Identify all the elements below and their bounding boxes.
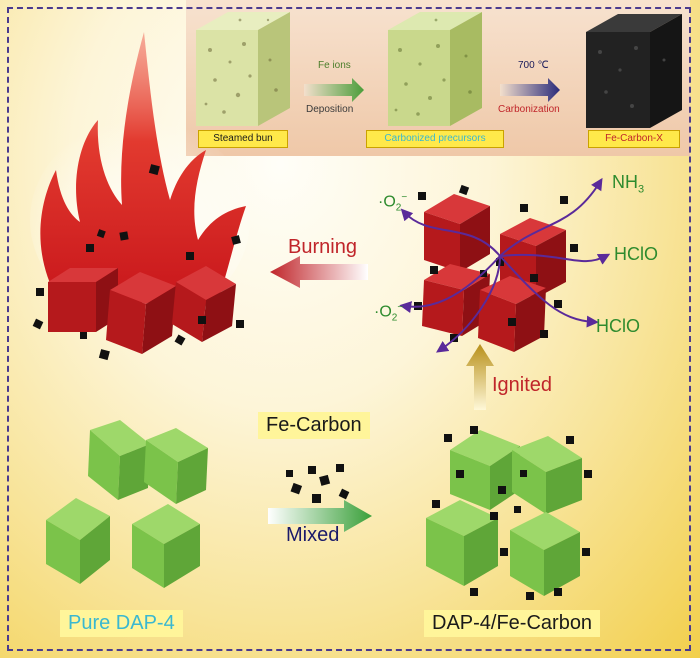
burning-red-cubes (48, 266, 236, 354)
temperature-label: 700 ℃ (518, 60, 549, 71)
composite-black-particles (432, 426, 592, 600)
carbonization-label: Carbonization (498, 104, 560, 115)
burning-arrow (270, 256, 368, 288)
fe-ions-label: Fe ions (318, 60, 351, 71)
burning-black-particles (32, 164, 244, 361)
pure-dap4-label: Pure DAP-4 (60, 610, 183, 637)
deposition-label: Deposition (306, 104, 354, 115)
superoxide-label-1: ·O2− (378, 192, 408, 214)
deposition-arrow (304, 78, 364, 102)
nh3-label: NH3 (612, 172, 645, 196)
mixed-label: Mixed (286, 524, 340, 546)
dashed-frame (7, 7, 691, 651)
fe-carbon-cube (586, 14, 682, 128)
gas-release-arrows (399, 177, 611, 353)
fe-carbon-x-label: Fe-Carbon-X (588, 130, 680, 148)
hclo-label-1: HClO (614, 244, 658, 264)
superoxide-label-2: ·O2− (374, 302, 404, 324)
steamed-bun-label: Steamed bun (198, 130, 288, 148)
fe-carbon-particles (286, 464, 350, 503)
carbonized-precursor-cube (388, 12, 482, 126)
steamed-bun-cube (196, 12, 290, 126)
burning-label: Burning (288, 236, 357, 258)
mixed-arrow (268, 500, 372, 532)
ignited-label: Ignited (492, 374, 553, 396)
composite-green-cubes (426, 430, 582, 596)
composite-label: DAP-4/Fe-Carbon (424, 610, 601, 637)
pure-dap4-green-cubes (46, 420, 208, 588)
hclo-label-2: HClO (596, 316, 640, 336)
fe-carbon-label: Fe-Carbon (258, 412, 370, 439)
carbonized-precursors-label: Carbonized precursors (366, 130, 504, 148)
carbonization-arrow (500, 78, 560, 102)
ignited-arrow (466, 344, 494, 410)
